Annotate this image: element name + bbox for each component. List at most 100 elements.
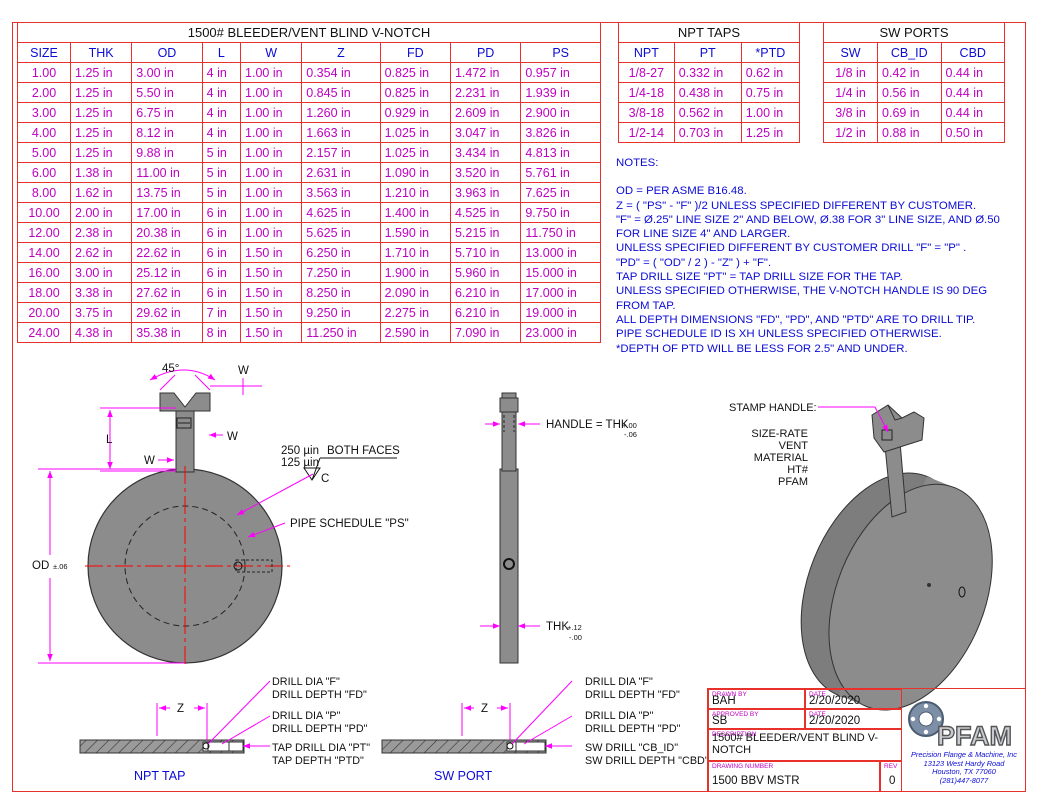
dimension-cell: 4 in xyxy=(201,122,242,143)
thk-label: THK xyxy=(546,621,569,633)
npt-callout: DRILL DIA "P" xyxy=(272,710,341,722)
npt-cell: 1.00 in xyxy=(740,102,801,123)
dimension-cell: 6.250 in xyxy=(301,242,381,263)
dimension-header-cell: SIZE xyxy=(16,42,72,63)
iso-disc xyxy=(828,483,993,711)
pipe-schedule-label: PIPE SCHEDULE "PS" xyxy=(290,518,409,530)
npt-cell: 0.62 in xyxy=(740,62,801,83)
approved-by: SB xyxy=(712,715,728,727)
dimension-cell: 11.00 in xyxy=(131,162,203,183)
drawn-by-cell: DRAWN BY BAH xyxy=(708,689,805,709)
sw-cell: 0.50 in xyxy=(940,122,1005,143)
dimension-cell: 2.38 in xyxy=(70,222,133,243)
dimension-cell: 4.38 in xyxy=(70,322,133,343)
dimension-cell: 3.00 in xyxy=(70,262,133,283)
npt-callout: TAP DRILL DIA "PT" xyxy=(272,742,370,754)
finish-125: 125 µin xyxy=(281,457,319,469)
dimension-cell: 4 in xyxy=(201,102,242,123)
notes-title: NOTES: xyxy=(616,157,659,169)
dimension-header-cell: L xyxy=(201,42,242,63)
dimension-cell: 1.210 in xyxy=(379,182,451,203)
note-line: *DEPTH OF PTD WILL BE LESS FOR 2.5" AND … xyxy=(616,342,908,355)
sw-cell: 0.44 in xyxy=(940,102,1005,123)
drawn-by: BAH xyxy=(712,695,736,707)
stamp-line: SIZE-RATE xyxy=(751,428,808,440)
dimension-cell: 1.939 in xyxy=(520,82,601,103)
dimension-cell: 1.50 in xyxy=(240,242,303,263)
dimension-cell: 29.62 in xyxy=(131,302,203,323)
l-label: L xyxy=(106,434,113,446)
dimension-cell: 0.929 in xyxy=(379,102,451,123)
npt-cell: 0.75 in xyxy=(740,82,801,103)
npt-tap-section: Z NPT TAP DRILL DIA "F"DRILL DEPTH "FD" D… xyxy=(79,676,370,783)
notes-block: NOTES: OD = PER ASME B16.48.Z = ( "PS" -… xyxy=(616,156,1020,356)
dimension-header-cell: PD xyxy=(449,42,522,63)
isometric-view: STAMP HANDLE: SIZE-RATEVENTMATERIALHT#PF… xyxy=(729,402,993,711)
dimension-cell: 3.00 xyxy=(16,102,72,123)
dimension-cell: 3.38 in xyxy=(70,282,133,303)
dimension-cell: 3.00 in xyxy=(131,62,203,83)
handle-stamp xyxy=(176,417,192,429)
dimension-cell: 1.38 in xyxy=(70,162,133,183)
sw-cell: 0.88 in xyxy=(877,122,942,143)
dimension-cell: 4.525 in xyxy=(449,202,522,223)
sw-cell: 0.44 in xyxy=(940,62,1005,83)
note-line: Z = ( "PS" - "F" )/2 UNLESS SPECIFIED DI… xyxy=(616,199,977,212)
dimension-cell: 2.900 in xyxy=(520,102,601,123)
dimension-cell: 4 in xyxy=(201,62,242,83)
dimension-cell: 5 in xyxy=(201,142,242,163)
date-cell-2: DATE 2/20/2020 xyxy=(805,709,902,729)
note-line: OD = PER ASME B16.48. xyxy=(616,185,747,198)
dimension-cell: 6.00 xyxy=(16,162,72,183)
title-block: DRAWN BY BAH DATE 2/20/2020 APPROVED BY … xyxy=(707,688,1026,792)
note-line: "F" = Ø.25" LINE SIZE 2" AND BELOW, Ø.38… xyxy=(616,213,1000,241)
npt-tap-title: NPT TAP xyxy=(134,769,185,783)
dimension-cell: 1.25 in xyxy=(70,82,133,103)
dimension-cell: 1.25 in xyxy=(70,142,133,163)
drawing-number-cell: DRAWING NUMBER 1500 BBV MSTR xyxy=(708,761,880,792)
sw-cell: 0.69 in xyxy=(877,102,942,123)
w-left-label: W xyxy=(144,455,155,467)
dimension-cell: 11.250 in xyxy=(301,322,381,343)
stamp-line: HT# xyxy=(787,464,809,476)
handle-thk-label: HANDLE = THK xyxy=(546,419,629,431)
npt-z-label: Z xyxy=(177,703,184,715)
angle-label: 45° xyxy=(162,363,179,375)
dimension-cell: 6 in xyxy=(201,222,242,243)
od-label: OD xyxy=(32,560,49,572)
dimension-cell: 1.472 in xyxy=(449,62,522,83)
sw-callout: SW DRILL DEPTH "CBD" xyxy=(585,755,709,767)
stamp-line: PFAM xyxy=(778,476,808,488)
dimension-cell: 6.210 in xyxy=(449,302,522,323)
sw-header-cell: CB_ID xyxy=(877,42,942,63)
npt-cell: 1.25 in xyxy=(740,122,801,143)
npt-callout: DRILL DEPTH "FD" xyxy=(272,689,367,701)
note-line: UNLESS SPECIFIED OTHERWISE, THE V-NOTCH … xyxy=(616,285,988,312)
sw-cell: 0.56 in xyxy=(877,82,942,103)
dimension-cell: 2.62 in xyxy=(70,242,133,263)
finish-250: 250 µin xyxy=(281,445,319,457)
sw-callout: DRILL DIA "P" xyxy=(585,710,654,722)
npt-callout: DRILL DIA "F" xyxy=(272,676,340,688)
dimension-cell: 15.000 in xyxy=(520,262,601,283)
note-line: TAP DRILL SIZE "PT" = TAP DRILL SIZE FOR… xyxy=(616,271,903,284)
sw-callout: SW DRILL "CB_ID" xyxy=(585,742,678,754)
description: 1500# BLEEDER/VENT BLIND V-NOTCH xyxy=(712,732,879,756)
dimension-cell: 13.75 in xyxy=(131,182,203,203)
v-notch-handle xyxy=(159,392,211,412)
note-line: ALL DEPTH DIMENSIONS "FD", "PD", AND "PT… xyxy=(616,313,976,326)
thk-tol-minus: -.00 xyxy=(569,633,582,642)
dimension-cell: 4.813 in xyxy=(520,142,601,163)
dimension-cell: 23.000 in xyxy=(520,322,601,343)
rev-cell: REV 0 xyxy=(880,761,902,792)
